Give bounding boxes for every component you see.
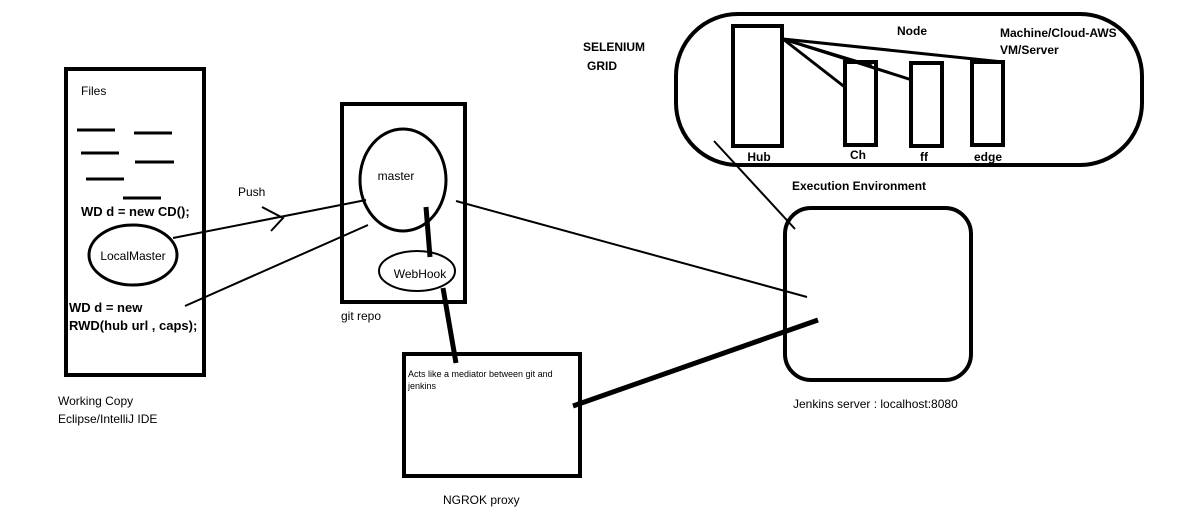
machine-label-2: VM/Server: [1000, 43, 1059, 57]
code-line-rwd-2: RWD(hub url , caps);: [69, 318, 197, 333]
local-master-node: [87, 223, 179, 287]
ngrok-box: [402, 352, 582, 478]
git-jenkins-link: [455, 200, 808, 298]
node-label: Node: [897, 24, 927, 38]
browser-node-chrome: [843, 60, 878, 147]
webhook-label: WebHook: [394, 267, 447, 281]
push-label: Push: [238, 185, 265, 199]
ngrok-description-2: jenkins: [407, 381, 437, 391]
webhook-node: [378, 250, 456, 292]
browser-label-firefox: ff: [920, 150, 929, 164]
selenium-grid-title-2: GRID: [587, 59, 617, 73]
local-master-label: LocalMaster: [100, 249, 165, 263]
master-branch-node: [358, 127, 448, 233]
rwd-connector: [184, 224, 369, 307]
master-label: master: [378, 169, 415, 183]
ngrok-caption: NGROK proxy: [443, 493, 520, 507]
working-copy-caption-1: Working Copy: [58, 394, 133, 408]
browser-node-edge: [970, 60, 1005, 147]
push-connector: [172, 199, 367, 239]
machine-label-1: Machine/Cloud-AWS: [1000, 26, 1117, 40]
ngrok-jenkins-link: [572, 317, 819, 409]
code-line-cd: WD d = new CD();: [81, 204, 190, 219]
git-repo-caption: git repo: [341, 309, 381, 323]
file-lines: [77, 128, 174, 200]
hub-label: Hub: [747, 150, 770, 164]
ngrok-description-1: Acts like a mediator between git and: [408, 369, 553, 379]
push-arrowhead: [261, 206, 285, 232]
jenkins-caption: Jenkins server : localhost:8080: [793, 397, 958, 411]
files-label: Files: [81, 84, 106, 98]
selenium-grid-title-1: SELENIUM: [583, 40, 645, 54]
hub-node-links: [782, 37, 1004, 90]
code-line-rwd-1: WD d = new: [69, 300, 143, 315]
grid-container: [674, 12, 1144, 167]
jenkins-grid-link: [713, 140, 796, 230]
hub-box: [731, 24, 784, 148]
jenkins-server-box: [783, 206, 973, 382]
execution-environment-label: Execution Environment: [792, 179, 926, 193]
browser-label-edge: edge: [974, 150, 1002, 164]
browser-label-chrome: Ch: [850, 148, 866, 162]
master-webhook-link: [423, 206, 433, 258]
browser-node-firefox: [909, 61, 944, 148]
working-copy-box: [64, 67, 206, 377]
working-copy-caption-2: Eclipse/IntelliJ IDE: [58, 412, 157, 426]
webhook-ngrok-link: [440, 287, 459, 364]
